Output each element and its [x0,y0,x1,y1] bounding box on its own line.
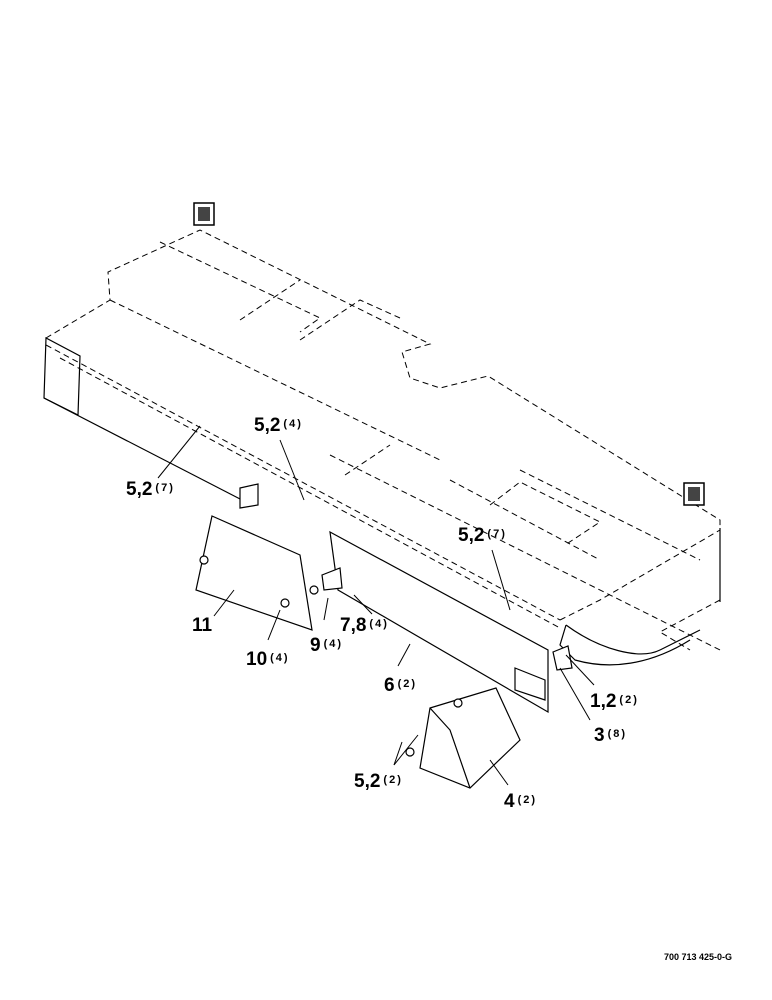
warning-light-right [683,482,705,506]
shield-panel-11 [195,515,313,631]
bracket-3 [552,645,573,671]
end-shield-4 [405,687,521,789]
callout-7-8: 7,8(4) [340,615,389,636]
drawing-number: 700 713 425-0-G [664,952,733,962]
callout-5-2-7-right: 5,2(7) [458,525,507,546]
callout-5-2-4: 5,2(4) [254,415,303,436]
callout-1-2: 1,2(2) [590,691,639,712]
bracket-left [239,483,259,509]
callout-5-2-2: 5,2(2) [354,771,403,792]
callout-5-2-7-left: 5,2(7) [126,479,175,500]
warning-light-left [193,202,215,226]
callout-3: 3(8) [594,725,628,746]
callout-4: 4(2) [504,791,538,812]
callout-10: 10(4) [246,649,290,670]
solid-outlines [43,337,721,666]
callout-6: 6(2) [384,675,418,696]
header-frame-outline [45,229,721,651]
bracket-7-8 [309,567,343,595]
shield-panel-6 [329,530,549,714]
callout-9: 9(4) [310,635,344,656]
callout-11: 11 [192,615,213,636]
leader-lines [157,425,595,786]
